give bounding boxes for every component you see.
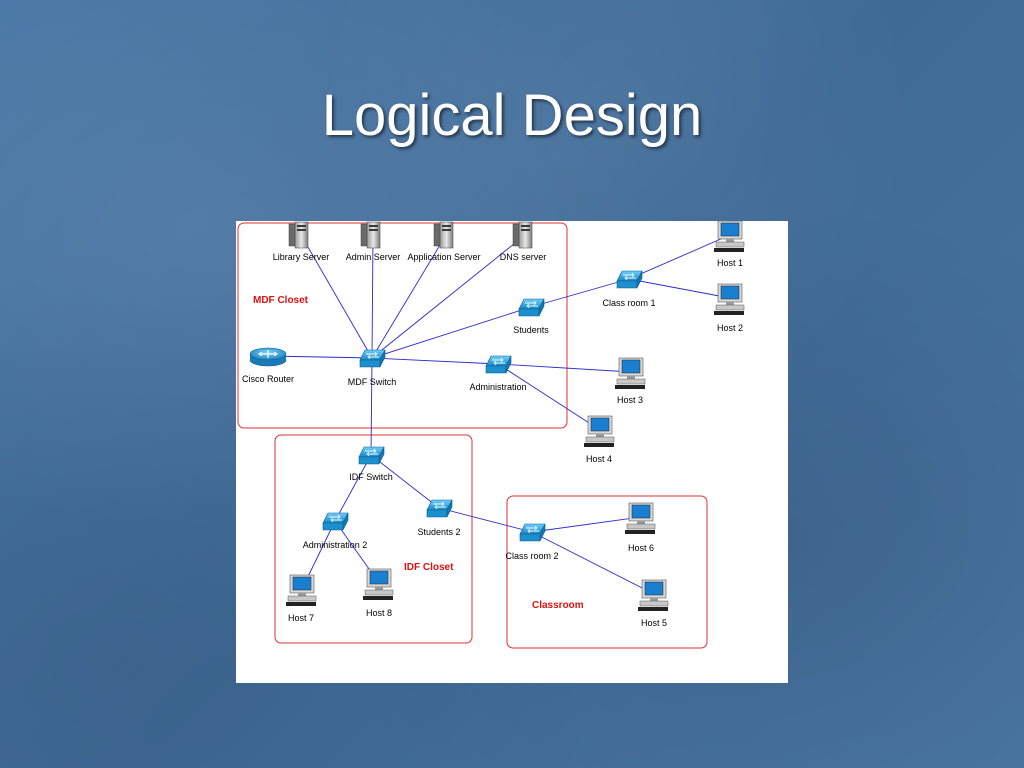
mdf-switch-label: MDF Switch xyxy=(348,377,397,387)
server-icon xyxy=(360,221,381,249)
host-5-node: Host 5 xyxy=(638,579,669,628)
zone-idf-label: IDF Closet xyxy=(404,562,454,573)
administration-node: Administration xyxy=(469,355,527,392)
switch-icon xyxy=(518,298,545,317)
application-server-node: Application Server xyxy=(407,221,481,262)
link-students-to-class-room-1 xyxy=(530,278,630,308)
administration-label: Administration xyxy=(469,382,526,392)
switch-icon xyxy=(519,523,546,542)
dns-server-label: DNS server xyxy=(500,252,547,262)
host-5-label: Host 5 xyxy=(641,618,667,628)
link-class-room-2-to-host-6 xyxy=(531,516,642,533)
host-7-node: Host 7 xyxy=(286,574,317,623)
link-mdf-switch-to-administration xyxy=(371,357,499,365)
host-4-label: Host 4 xyxy=(586,454,612,464)
host-8-label: Host 8 xyxy=(366,608,392,618)
students-2-node: Students 2 xyxy=(417,499,461,537)
zone-idf-border xyxy=(274,434,473,644)
idf-switch-label: IDF Switch xyxy=(349,472,393,482)
host-icon xyxy=(615,357,646,389)
router-icon xyxy=(249,347,287,367)
host-3-node: Host 3 xyxy=(615,357,646,405)
link-class-room-1-to-host-2 xyxy=(628,278,731,299)
host-6-label: Host 6 xyxy=(628,543,654,553)
class-room-2-node: Class room 2 xyxy=(505,523,559,561)
host-8-node: Host 8 xyxy=(363,568,394,618)
host-icon xyxy=(714,283,745,315)
link-mdf-switch-to-idf-switch xyxy=(370,357,373,456)
library-server-label: Library Server xyxy=(273,252,330,262)
link-mdf-switch-to-application-server xyxy=(371,234,447,359)
server-icon xyxy=(512,221,533,249)
administration-2-label: Administration 2 xyxy=(303,540,368,550)
students-node: Students xyxy=(513,298,549,335)
cisco-router-label: Cisco Router xyxy=(242,374,294,384)
link-class-room-2-to-host-5 xyxy=(531,531,655,595)
link-mdf-switch-to-library-server xyxy=(300,234,373,359)
host-icon xyxy=(584,415,615,447)
idf-switch-node: IDF Switch xyxy=(349,446,393,482)
zone-classroom-border xyxy=(506,495,708,649)
host-icon xyxy=(714,221,745,252)
host-2-label: Host 2 xyxy=(717,323,743,333)
link-students-2-to-class-room-2 xyxy=(438,507,533,533)
link-class-room-1-to-host-1 xyxy=(628,234,731,280)
host-1-node: Host 1 xyxy=(714,221,745,268)
links-layer xyxy=(267,234,731,595)
switch-icon xyxy=(616,270,643,289)
zone-classroom-label: Classroom xyxy=(532,600,584,611)
switch-icon xyxy=(322,512,349,531)
class-room-1-label: Class room 1 xyxy=(602,298,655,308)
host-7-label: Host 7 xyxy=(288,613,314,623)
host-2-node: Host 2 xyxy=(714,283,745,333)
switch-icon xyxy=(359,349,386,368)
switch-icon xyxy=(426,499,453,518)
host-icon xyxy=(638,579,669,611)
students-2-label: Students 2 xyxy=(417,527,460,537)
zone-mdf-border xyxy=(237,222,568,429)
switch-icon xyxy=(358,446,385,465)
host-4-node: Host 4 xyxy=(584,415,615,464)
host-3-label: Host 3 xyxy=(617,395,643,405)
dns-server-node: DNS server xyxy=(500,221,547,262)
library-server-node: Library Server xyxy=(273,221,330,262)
application-server-label: Application Server xyxy=(407,252,480,262)
administration-2-node: Administration 2 xyxy=(303,512,368,550)
host-icon xyxy=(363,568,394,600)
host-icon xyxy=(625,502,656,534)
host-6-node: Host 6 xyxy=(625,502,656,553)
class-room-2-label: Class room 2 xyxy=(505,551,558,561)
students-label: Students xyxy=(513,325,549,335)
switch-icon xyxy=(485,355,512,374)
link-mdf-switch-to-dns-server xyxy=(371,234,526,359)
nodes-layer: Library Server Admin Server Application Se… xyxy=(242,221,745,628)
host-icon xyxy=(286,574,317,606)
link-idf-switch-to-administration-2 xyxy=(334,454,372,522)
link-idf-switch-to-students-2 xyxy=(370,454,440,509)
server-icon xyxy=(433,221,454,249)
slide-title: Logical Design xyxy=(321,83,703,148)
link-mdf-switch-to-admin-server xyxy=(371,234,374,359)
cisco-router-node: Cisco Router xyxy=(242,347,294,384)
host-1-label: Host 1 xyxy=(717,258,743,268)
admin-server-node: Admin Server xyxy=(346,221,401,262)
link-administration-to-host-4 xyxy=(497,363,601,431)
link-mdf-switch-to-students xyxy=(371,306,532,359)
link-administration-to-host-3 xyxy=(497,363,632,373)
admin-server-label: Admin Server xyxy=(346,252,401,262)
zone-mdf-label: MDF Closet xyxy=(253,295,309,306)
server-icon xyxy=(288,221,309,249)
class-room-1-node: Class room 1 xyxy=(602,270,656,308)
mdf-switch-node: MDF Switch xyxy=(348,349,397,387)
